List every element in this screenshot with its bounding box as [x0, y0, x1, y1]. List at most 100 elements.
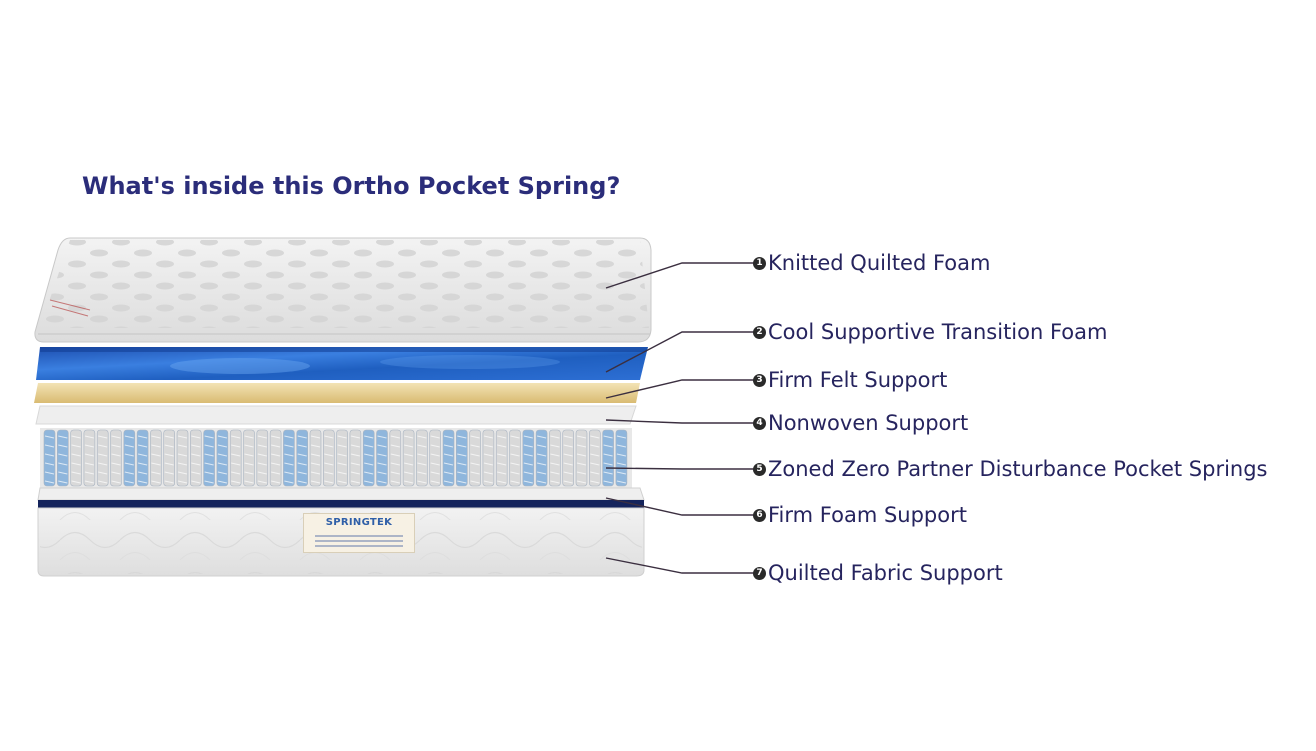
pocket-spring: [402, 429, 415, 487]
spring-coil-line: [483, 462, 494, 466]
pocket-spring: [349, 429, 362, 487]
spring-coil-line: [284, 444, 294, 448]
spring-coil-line: [603, 471, 613, 475]
spring-coil-line: [390, 435, 400, 439]
spring-coil-line: [84, 480, 95, 484]
spring-coil-line: [71, 435, 81, 439]
spring-coil-line: [470, 480, 480, 484]
spring-coil-line: [550, 480, 560, 484]
spring-coil-line: [563, 480, 573, 484]
spring-coil-line: [536, 453, 547, 457]
spring-coil-line: [151, 462, 161, 466]
spring-coil-line: [364, 453, 374, 457]
spring-coil-line: [563, 444, 573, 448]
spring-coil-line: [337, 444, 347, 448]
spring-coil-line: [231, 471, 241, 475]
spring-coil-line: [98, 480, 108, 484]
spring-coil-line: [177, 435, 188, 439]
pocket-spring: [203, 429, 215, 487]
spring-coil-line: [417, 444, 427, 448]
spring-coil-line: [523, 435, 533, 439]
spring-coil-line: [590, 480, 600, 484]
spring-coil-line: [603, 444, 613, 448]
spring-coil-line: [616, 462, 627, 466]
spring-coil-line: [217, 480, 228, 484]
spring-coil-line: [417, 480, 427, 484]
spring-coil-line: [111, 444, 121, 448]
spring-coil-line: [510, 462, 520, 466]
spring-coil-line: [84, 435, 95, 439]
pocket-spring: [216, 429, 229, 487]
spring-coil-line: [403, 435, 414, 439]
spring-coil-line: [590, 444, 600, 448]
spring-coil-line: [576, 471, 587, 475]
pocket-spring: [535, 429, 548, 487]
spring-coil-line: [497, 471, 507, 475]
spring-coil-line: [457, 444, 467, 448]
spring-coil-line: [337, 471, 347, 475]
spring-coil-line: [563, 435, 573, 439]
spring-coil-line: [430, 453, 440, 457]
spring-coil-line: [231, 462, 241, 466]
spring-coil-line: [324, 462, 334, 466]
spring-coil-line: [377, 453, 387, 457]
spring-coil-line: [364, 435, 374, 439]
diagram-title: What's inside this Ortho Pocket Spring?: [82, 172, 621, 200]
spring-coil-line: [443, 480, 454, 484]
spring-coil-line: [284, 435, 294, 439]
spring-coil-line: [231, 444, 241, 448]
spring-coil-line: [430, 480, 440, 484]
spring-coil-line: [616, 453, 627, 457]
spring-coil-line: [390, 471, 400, 475]
spring-coil-line: [403, 462, 414, 466]
spring-coil-line: [536, 471, 547, 475]
spring-coil-line: [137, 453, 148, 457]
spring-coil-line: [523, 453, 533, 457]
spring-coil-line: [310, 471, 321, 475]
spring-coil-line: [457, 435, 467, 439]
spring-coil-line: [111, 480, 121, 484]
spring-coil-line: [590, 462, 600, 466]
spring-coil-line: [111, 453, 121, 457]
spring-coil-line: [124, 435, 134, 439]
layer-2-number-badge: 2: [753, 326, 766, 339]
spring-coil-line: [284, 471, 294, 475]
spring-coil-line: [563, 462, 573, 466]
spring-coil-line: [244, 444, 254, 448]
spring-coil-line: [616, 480, 627, 484]
layer-5-number-badge: 5: [753, 463, 766, 476]
layer-3-label: Firm Felt Support: [768, 368, 948, 392]
spring-coil-line: [430, 444, 440, 448]
spring-coil-line: [390, 453, 400, 457]
pocket-spring: [70, 429, 82, 487]
spring-coil-line: [164, 453, 174, 457]
spring-coil-line: [257, 435, 267, 439]
spring-coil-line: [497, 444, 507, 448]
spring-coil-line: [71, 453, 81, 457]
pocket-spring: [416, 429, 428, 487]
spring-coil-line: [403, 471, 414, 475]
spring-coil-line: [470, 444, 480, 448]
spring-coil-line: [324, 453, 334, 457]
layer-4-label: Nonwoven Support: [768, 411, 969, 435]
spring-coil-line: [590, 453, 600, 457]
spring-coil-line: [350, 444, 361, 448]
spring-coil-line: [204, 480, 214, 484]
spring-coil-line: [523, 462, 533, 466]
spring-coil-line: [270, 462, 281, 466]
spring-coil-line: [417, 453, 427, 457]
spring-coil-line: [244, 471, 254, 475]
spring-coil-line: [616, 471, 627, 475]
layer-knitted-quilted-foam: [34, 237, 652, 343]
pocket-spring: [83, 429, 96, 487]
spring-coil-line: [337, 453, 347, 457]
pocket-spring: [588, 429, 601, 487]
spring-coil-line: [590, 435, 600, 439]
spring-coil-line: [390, 444, 400, 448]
pocket-spring: [136, 429, 149, 487]
spring-coil-line: [164, 444, 174, 448]
spring-coil-line: [137, 480, 148, 484]
spring-coil-line: [337, 462, 347, 466]
spring-coil-line: [337, 435, 347, 439]
